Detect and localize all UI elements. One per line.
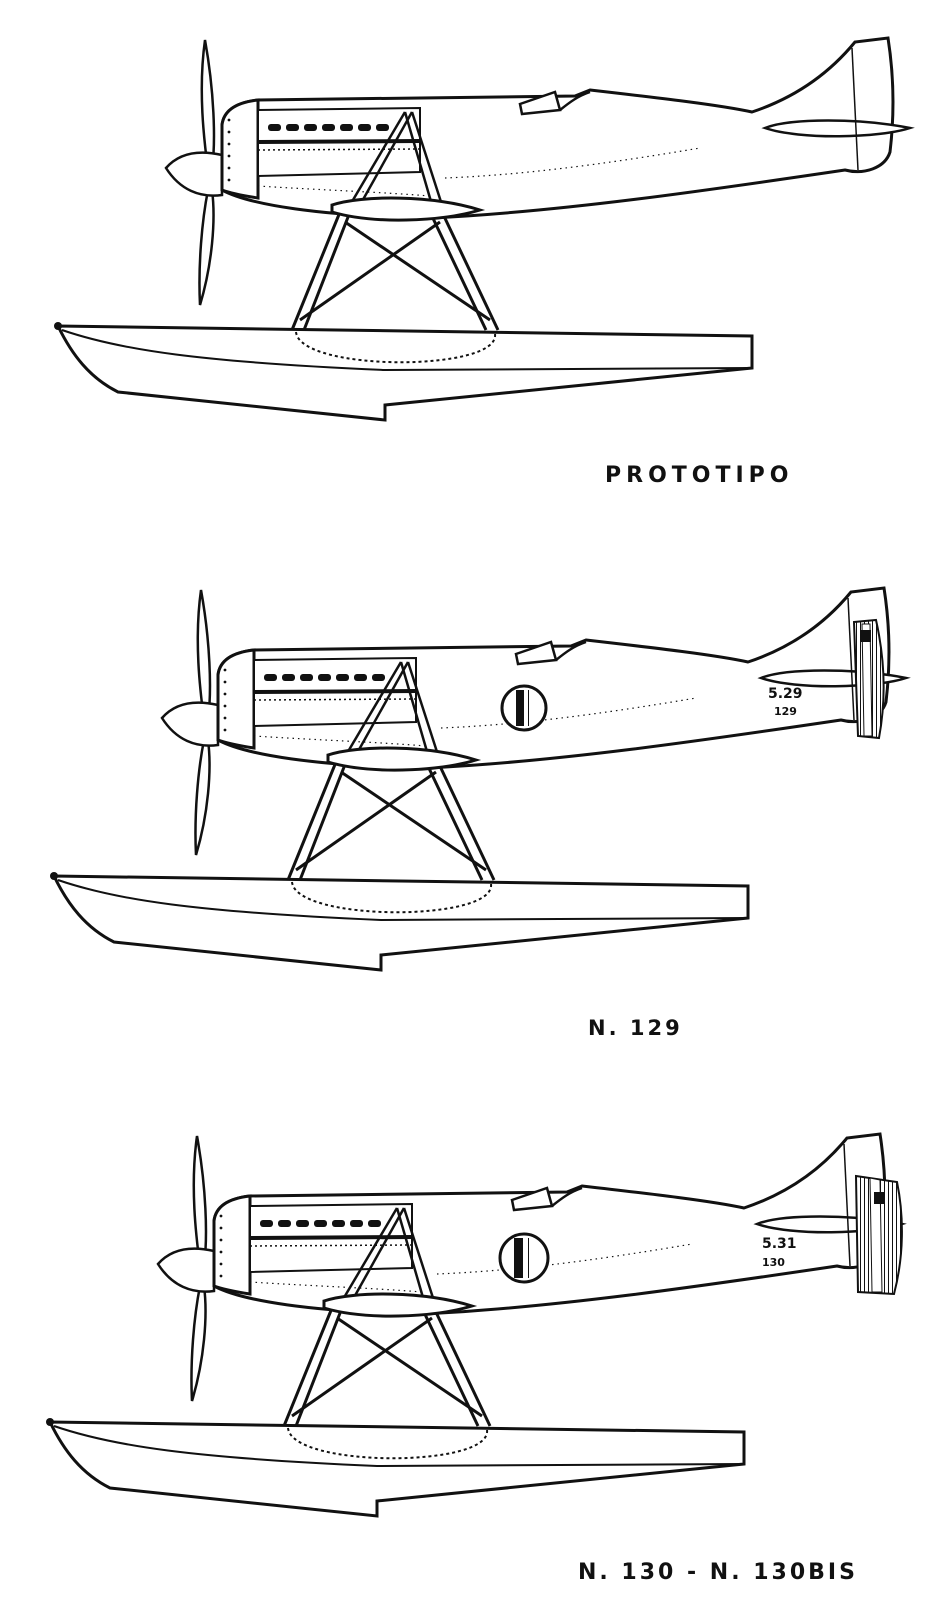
tail-stripes-icon	[854, 1174, 903, 1296]
caption-prototype: PROTOTIPO	[605, 463, 794, 488]
aircraft-n130-profile: 5.31 130	[44, 1132, 904, 1518]
savoy-crown-icon	[861, 630, 871, 642]
fuselage-roundel-icon	[498, 1232, 550, 1284]
caption-n129: N. 129	[588, 1016, 683, 1040]
tail-serial-n129: 129	[774, 705, 797, 718]
caption-n130: N. 130 - N. 130BIS	[578, 1560, 858, 1585]
aircraft-prototype-profile	[52, 36, 912, 422]
savoy-crown-icon	[874, 1192, 884, 1204]
tail-code-n130: 5.31	[762, 1236, 797, 1252]
fuselage-roundel-icon	[500, 684, 548, 732]
tail-serial-n130: 130	[762, 1256, 785, 1269]
tail-code-n129: 5.29	[768, 686, 803, 702]
aircraft-n129-profile: 5.29 129	[48, 586, 908, 972]
tail-stripes-icon	[852, 618, 885, 740]
